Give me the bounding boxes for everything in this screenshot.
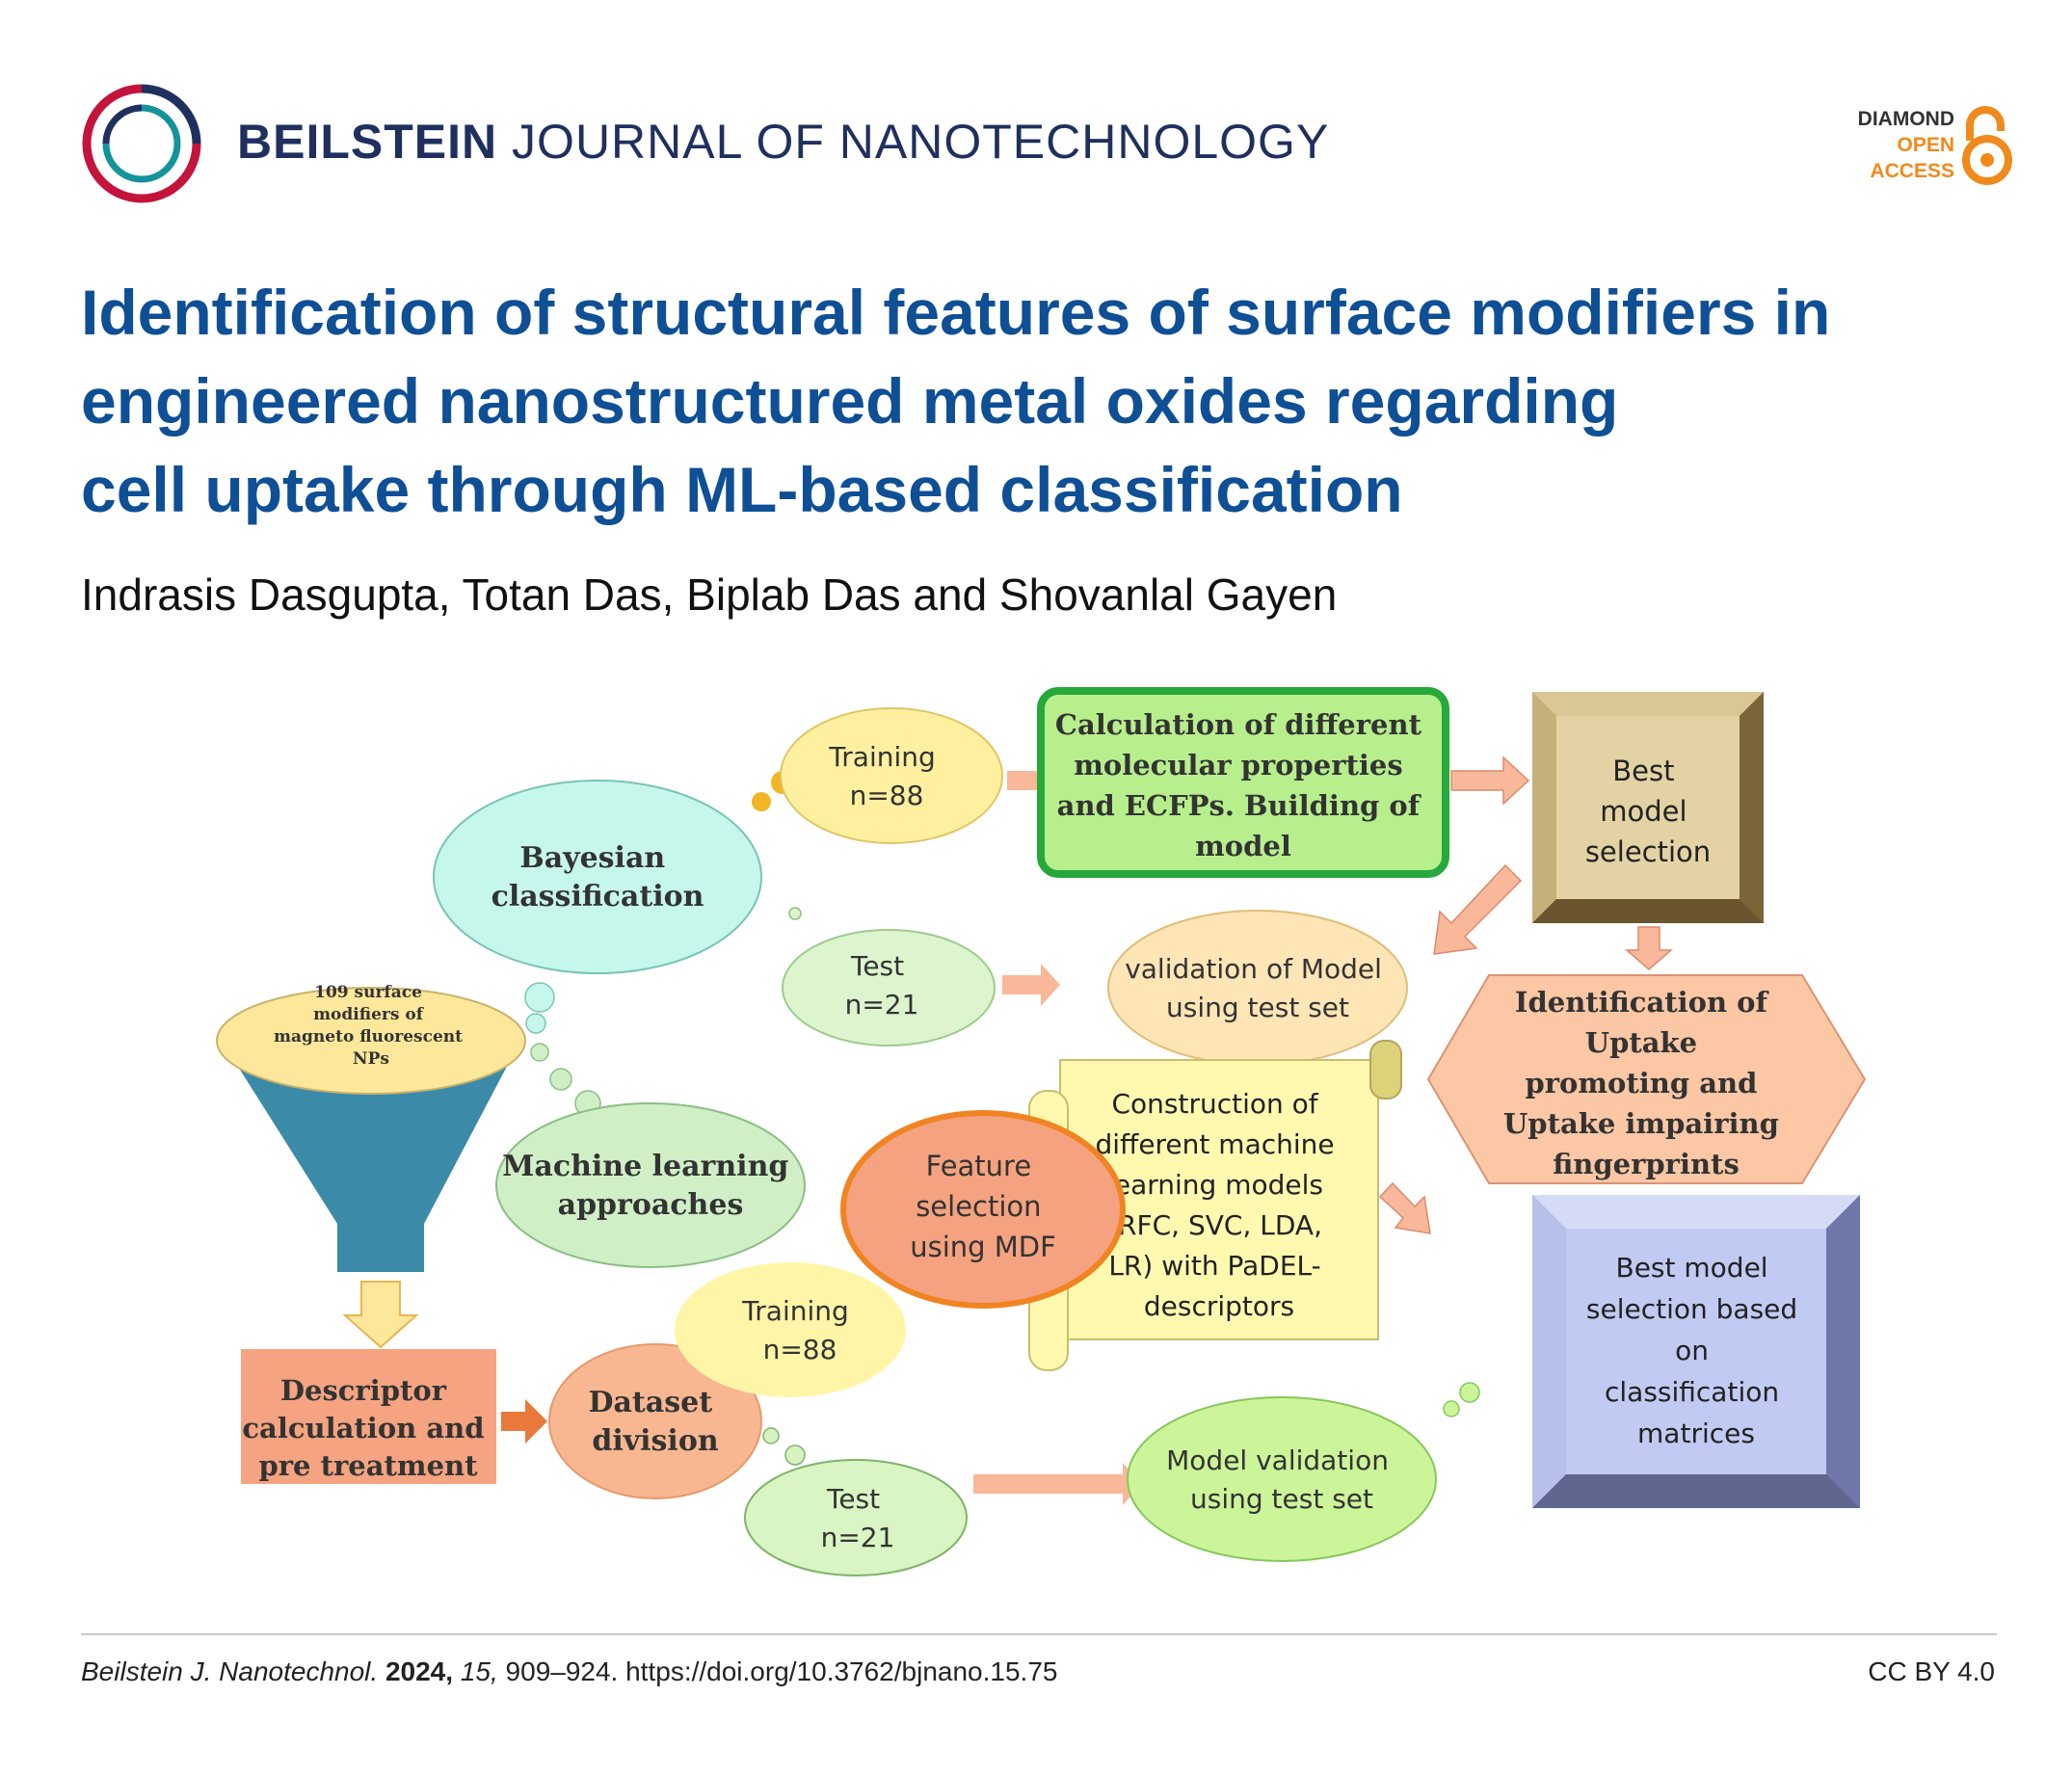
journal-name-light: JOURNAL OF NANOTECHNOLOGY: [512, 115, 1330, 169]
thought-bubble: [1443, 1400, 1460, 1417]
bayesian-cloud: [433, 780, 762, 974]
dataset-label: Dataset division: [588, 1386, 722, 1458]
test-bottom-label: Test n=21: [821, 1483, 895, 1553]
dataset-ellipse: [548, 1343, 762, 1499]
citation-year: 2024,: [385, 1656, 454, 1686]
citation-volume: 15,: [460, 1656, 498, 1686]
descriptor-box: [241, 1349, 496, 1484]
best-model-top-box: [1532, 692, 1764, 923]
model-validation-cloud: [1127, 1396, 1437, 1562]
open-access-lock-icon: [1962, 106, 2012, 185]
validation-top-cloud: [1107, 910, 1408, 1066]
descriptor-label: Descriptor calculation and pre treatment: [242, 1374, 493, 1482]
thought-bubble: [525, 1013, 546, 1034]
construction-label: Construction of different machine learni…: [1095, 1088, 1342, 1322]
journal-name: BEILSTEIN JOURNAL OF NANOTECHNOLOGY: [237, 114, 1329, 170]
title-line: Identification of structural features of…: [81, 277, 1831, 348]
thought-bubble: [524, 982, 555, 1013]
thought-bubble: [784, 1444, 806, 1466]
arrow-right: [1002, 964, 1060, 1006]
ml-approaches-cloud: [495, 1102, 806, 1268]
best-model-bottom-label: Best model selection based on classifica…: [1586, 1252, 1806, 1449]
validation-top-label: validation of Model using test set: [1125, 953, 1391, 1023]
journal-name-bold: BEILSTEIN: [237, 115, 498, 169]
test-bottom-cloud: [744, 1459, 968, 1576]
thought-bubble: [762, 1427, 780, 1444]
thought-bubble: [788, 907, 802, 920]
title-line: cell uptake through ML-based classificat…: [81, 454, 1403, 525]
arrow-diagonal: [1433, 863, 1523, 955]
arrow-down: [342, 1281, 419, 1349]
test-top-cloud: [782, 929, 996, 1046]
arrow-diagonal: [1378, 1181, 1431, 1234]
identification-label: Identification of Uptake promoting and U…: [1503, 986, 1789, 1180]
citation: Beilstein J. Nanotechnol. 2024, 15, 909–…: [81, 1656, 1057, 1687]
funnel-shape: [216, 987, 526, 1272]
license: CC BY 4.0: [1868, 1656, 1995, 1686]
arrow-down: [1624, 926, 1674, 970]
thought-bubble: [1459, 1382, 1480, 1403]
thought-bubble: [752, 792, 771, 811]
calc-properties-box: [1037, 687, 1449, 878]
model-validation-label: Model validation using test set: [1166, 1444, 1397, 1515]
thought-bubble: [530, 1043, 549, 1062]
article-authors: Indrasis Dasgupta, Totan Das, Biplab Das…: [81, 570, 1338, 620]
footer-divider: [81, 1633, 1997, 1635]
funnel-label: 109 surface modifiers of magneto fluores…: [274, 983, 468, 1069]
article-title: Identification of structural features of…: [81, 268, 1989, 534]
thought-bubble: [549, 1068, 572, 1091]
badge-diamond: DIAMOND: [1857, 108, 1954, 130]
title-line: engineered nanostructured metal oxides r…: [81, 365, 1619, 437]
best-model-top-label: Best model selection: [1585, 755, 1711, 868]
arrow-right: [1450, 755, 1530, 806]
training-bottom-label: Training n=88: [741, 1295, 857, 1365]
training-bottom-cloud: [675, 1262, 906, 1397]
test-top-label: Test n=21: [845, 950, 919, 1020]
citation-doi-link[interactable]: 909–924. https://doi.org/10.3762/bjnano.…: [505, 1656, 1058, 1686]
beilstein-logo-icon: [82, 84, 201, 203]
graphical-abstract: 109 surface modifiers of magneto fluores…: [216, 687, 1867, 1576]
citation-journal: Beilstein J. Nanotechnol.: [81, 1656, 379, 1686]
calc-properties-label: Calculation of different molecular prope…: [1055, 708, 1431, 862]
arrow-right: [973, 1463, 1142, 1505]
open-access-badge: DIAMOND OPEN ACCESS: [1825, 102, 2014, 189]
training-top-cloud: [780, 707, 1003, 844]
training-top-label: Training n=88: [828, 741, 943, 811]
feature-selection-label: Feature selection using MDF: [910, 1150, 1056, 1263]
feature-selection-cloud: [840, 1110, 1126, 1309]
arrow-right: [501, 1399, 547, 1444]
identification-hexagon: [1426, 974, 1867, 1184]
badge-access: ACCESS: [1870, 160, 1954, 182]
badge-open: OPEN: [1897, 134, 1954, 156]
ml-approaches-label: Machine learning approaches: [502, 1150, 799, 1222]
bayesian-label: Bayesian classification: [491, 841, 704, 914]
best-model-bottom-box: [1532, 1195, 1860, 1508]
